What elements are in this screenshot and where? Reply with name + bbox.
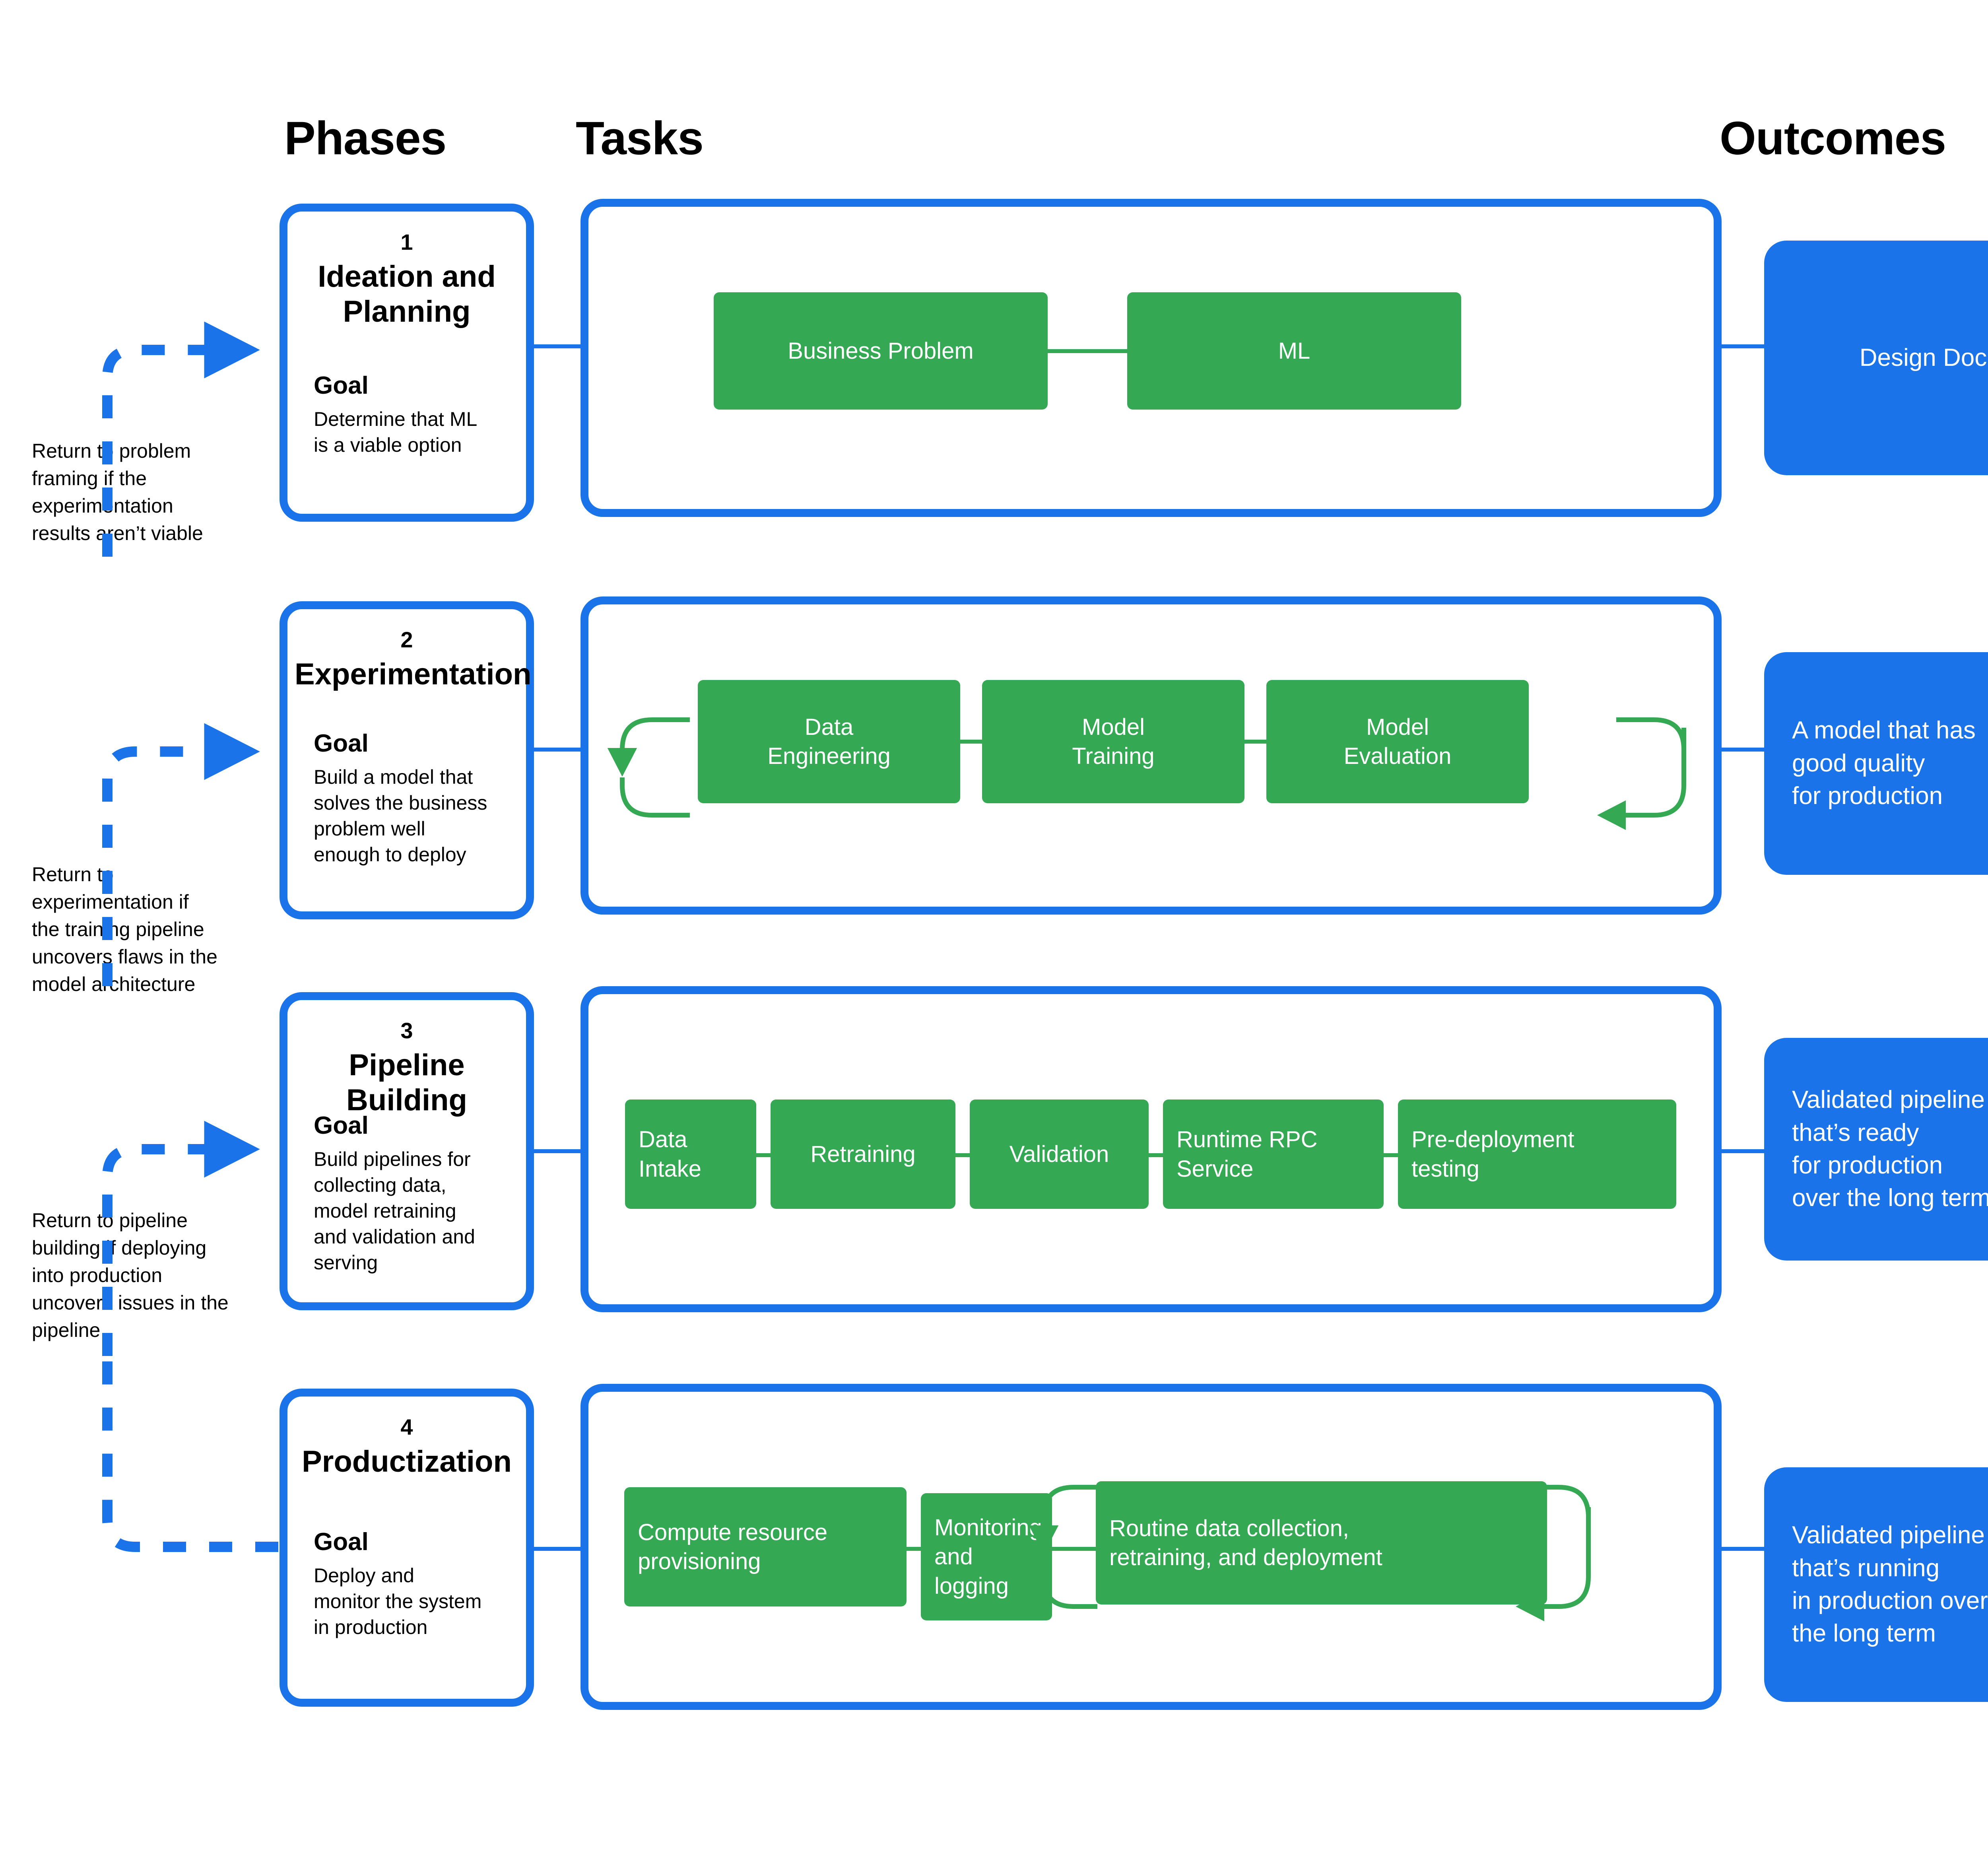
phase-title: Productization [302,1445,512,1478]
task-connector [756,1153,771,1157]
connector-phase4-tasks [534,1547,582,1551]
return-note-left-3: Return to pipeline building if deploying… [32,1209,229,1341]
column-header-outcomes: Outcomes [1720,112,1946,165]
task-connector [1384,1153,1398,1157]
tasks-container-1: Business Problem ML [580,199,1722,517]
tasks-container-2: Data Engineering Model Training Model Ev… [580,596,1722,915]
phase-card-4[interactable]: 4 Productization Goal Deploy and monitor… [280,1389,534,1707]
tasks-container-4: Compute resource provisioning Monitoring… [580,1384,1722,1710]
task-chip[interactable]: Validation [970,1100,1149,1209]
task-connector [907,1547,921,1551]
task-connector [1048,349,1127,353]
outcome-card-4[interactable]: Validated pipeline that’s running in pro… [1764,1467,1988,1702]
task-chip[interactable]: Model Training [982,680,1244,803]
goal-text: Determine that ML is a viable option [314,408,478,456]
goal-label: Goal [314,1528,369,1556]
column-header-tasks: Tasks [576,112,704,165]
connector-tasks-outcome-2 [1722,748,1765,752]
goal-label: Goal [314,1112,369,1139]
task-chip[interactable]: Compute resource provisioning [624,1487,907,1607]
task-connector [960,740,982,744]
connector-tasks-outcome-3 [1722,1149,1765,1153]
task-chip[interactable]: Pre-deployment testing [1398,1100,1676,1209]
phase-title: Experimentation [295,657,532,691]
goal-label: Goal [314,730,369,757]
phase-number: 2 [400,627,413,652]
outcome-card-1[interactable]: Design Doc [1764,241,1988,475]
task-connector [1149,1153,1163,1157]
return-rail-from-phase4 [102,1356,278,1552]
task-chip[interactable]: Model Evaluation [1266,680,1529,803]
tasks-container-3: Data Intake Retraining Validation Runtim… [580,986,1722,1312]
task-chip[interactable]: Monitoring and logging [921,1493,1052,1620]
return-note-left-2: Return to experimentation if the trainin… [32,863,217,995]
goal-text: Deploy and monitor the system in product… [314,1564,482,1638]
task-connector [1052,1547,1096,1551]
phase-number: 4 [400,1414,413,1439]
return-note-left-1: Return to problem framing if the experim… [32,440,203,544]
task-chip[interactable]: Routine data collection, retraining, and… [1096,1481,1547,1605]
connector-phase3-tasks [534,1149,582,1153]
task-connector [1244,740,1266,744]
goal-label: Goal [314,372,369,399]
connector-phase2-tasks [534,748,582,752]
goal-text: Build pipelines for collecting data, mod… [314,1148,475,1274]
phase-number: 1 [400,229,413,254]
connector-tasks-outcome-4 [1722,1547,1765,1551]
column-header-phases: Phases [284,112,447,165]
task-connector [955,1153,970,1157]
outcome-card-2[interactable]: A model that has good quality for produc… [1764,652,1988,875]
phase-card-3[interactable]: 3 Pipeline Building Goal Build pipelines… [280,992,534,1310]
phase-number: 3 [400,1018,413,1043]
phase-card-2[interactable]: 2 Experimentation Goal Build a model tha… [280,601,534,919]
task-chip[interactable]: ML [1127,292,1461,410]
task-chip[interactable]: Data Intake [625,1100,756,1209]
goal-text: Build a model that solves the business p… [314,766,487,866]
phase-title: Ideation and Planning [318,260,496,329]
outcome-card-3[interactable]: Validated pipeline that’s ready for prod… [1764,1038,1988,1261]
connector-phase1-tasks [534,344,582,348]
task-chip[interactable]: Business Problem [714,292,1048,410]
task-chip[interactable]: Retraining [771,1100,955,1209]
phase-card-1[interactable]: 1 Ideation and Planning Goal Determine t… [280,204,534,522]
phase-title: Pipeline Building [346,1048,467,1117]
connector-tasks-outcome-1 [1722,344,1765,348]
task-chip[interactable]: Data Engineering [698,680,960,803]
task-chip[interactable]: Runtime RPC Service [1163,1100,1384,1209]
